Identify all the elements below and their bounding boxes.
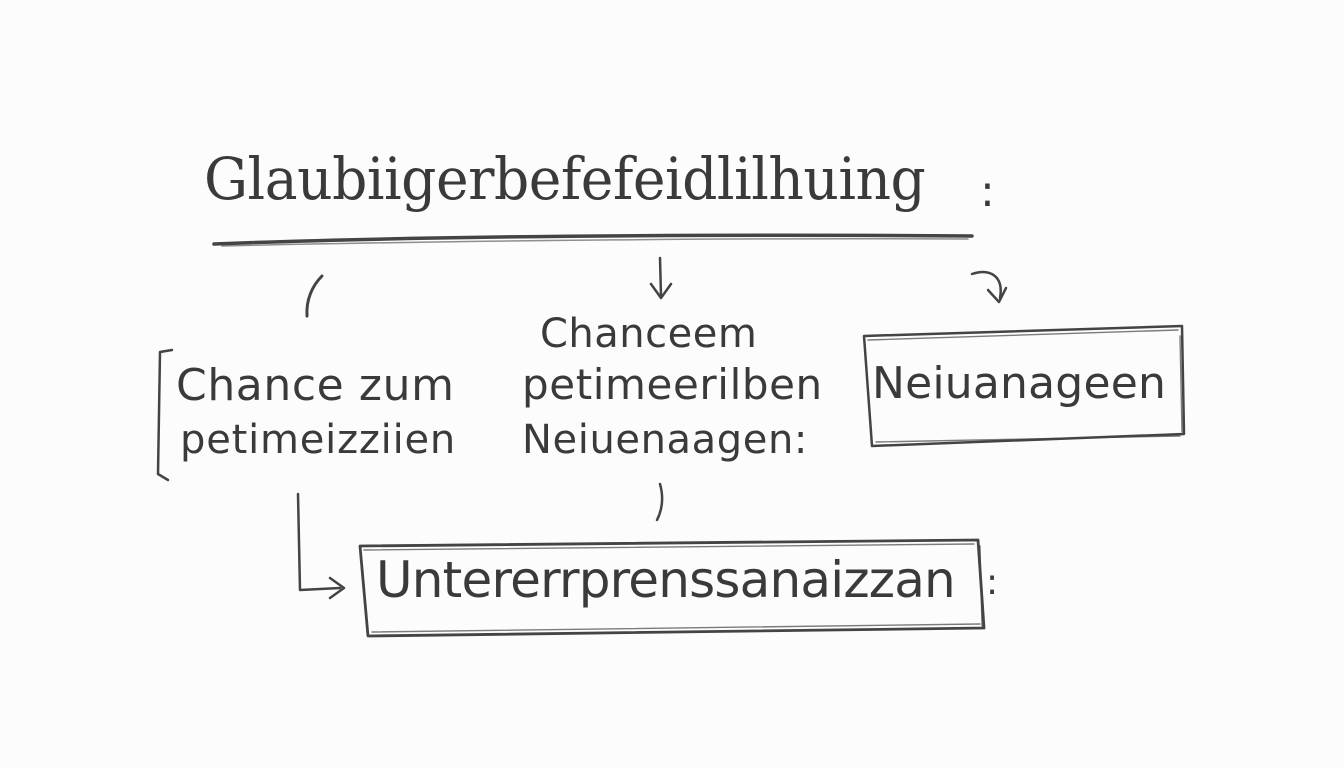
left-node-line2: petimeizziien	[180, 417, 457, 463]
title-underline-echo	[221, 238, 969, 247]
right-arrow-head	[986, 286, 1008, 304]
middle-node-line2: Neiuenaagen:	[522, 417, 809, 463]
diagram-title: Glaubiigerbefefeidlilhuing	[204, 145, 926, 213]
left-connector-head	[328, 576, 346, 600]
bottom-box-outline-echo	[363, 543, 983, 633]
right-arrow-curve	[970, 270, 1002, 300]
bottom-box-outline	[358, 538, 986, 638]
left-connector	[296, 492, 342, 592]
title-underline	[212, 233, 974, 246]
middle-arrow-shaft	[658, 256, 663, 298]
left-node-line1: Chance zum	[176, 360, 455, 411]
right-box-outline-echo	[867, 329, 1183, 443]
bottom-node-colon: :	[986, 562, 999, 603]
title-colon: :	[980, 166, 996, 217]
left-branch-arc	[305, 274, 324, 318]
middle-node-heading: Chanceem	[540, 311, 758, 357]
left-bracket	[156, 348, 174, 482]
middle-arrow-head	[649, 282, 673, 300]
middle-node-line1: petimeerilben	[522, 360, 823, 409]
right-box-outline	[862, 324, 1186, 448]
bottom-node-label: Untererrprenssanaizzan	[376, 551, 956, 609]
right-node-label: Neiuanageen	[872, 358, 1167, 409]
middle-lower-arrow	[655, 482, 664, 522]
